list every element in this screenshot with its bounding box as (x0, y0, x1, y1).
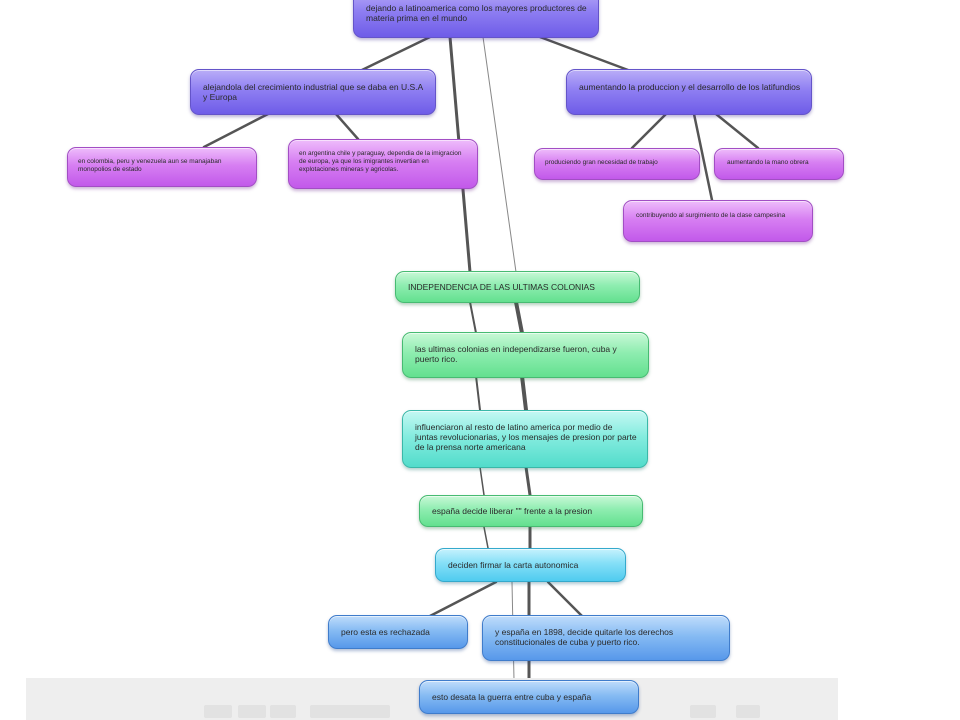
connector-crecimiento-to-argentina (334, 112, 360, 141)
connector-chain-3b (479, 466, 485, 496)
toolbar-button-5[interactable] (690, 705, 716, 718)
node-monopolios[interactable]: en colombia, peru y venezuela aun se man… (67, 147, 257, 187)
toolbar-button-1[interactable] (204, 705, 232, 718)
node-clase-campesina[interactable]: contribuyendo al surgimiento de la clase… (623, 200, 813, 242)
connector-crecimiento-to-monopolios (202, 112, 270, 149)
connector-chain-2b (475, 375, 481, 411)
toolbar-button-3[interactable] (270, 705, 296, 718)
node-independencia-text: INDEPENDENCIA DE LAS ULTIMAS COLONIAS (408, 282, 595, 292)
connector-chain-1 (514, 300, 524, 335)
connector-top-to-aumentando (538, 35, 630, 72)
node-crecimiento-industrial-text: alejandola del crecimiento industrial qu… (203, 82, 423, 103)
node-clase-campesina-text: contribuyendo al surgimiento de la clase… (636, 212, 786, 219)
node-influenciaron[interactable]: influenciaron al resto de latino america… (402, 410, 648, 468)
connector-chain-3 (524, 465, 532, 497)
connector-carta-to-1898 (546, 580, 584, 618)
node-espana-1898-text: y españa en 1898, decide quitarle los de… (495, 627, 674, 648)
connector-aumentando-to-manoobrera (714, 112, 760, 150)
node-argentina-chile[interactable]: en argentina chile y paraguay, dependia … (288, 139, 478, 189)
node-mano-obrera-text: aumentando la mano obrera (727, 159, 809, 166)
toolbar-button-4[interactable] (310, 705, 390, 718)
node-guerra-text: esto desata la guerra entre cuba y españ… (432, 692, 592, 702)
node-necesidad-trabajo-text: produciendo gran necesidad de trabajo (545, 159, 658, 166)
node-espana-liberar-text: españa decide liberar "" frente a la pre… (432, 506, 593, 516)
connector-chain-4b (483, 526, 489, 549)
node-argentina-chile-text: en argentina chile y paraguay, dependia … (299, 150, 462, 173)
node-carta-autonomica[interactable]: deciden firmar la carta autonomica (435, 548, 626, 582)
node-aumentando-produccion[interactable]: aumentando la produccion y el desarrollo… (566, 69, 812, 115)
node-rechazada[interactable]: pero esta es rechazada (328, 615, 468, 649)
node-independencia[interactable]: INDEPENDENCIA DE LAS ULTIMAS COLONIAS (395, 271, 640, 303)
node-espana-1898[interactable]: y españa en 1898, decide quitarle los de… (482, 615, 730, 661)
toolbar-button-6[interactable] (736, 705, 760, 718)
node-rechazada-text: pero esta es rechazada (341, 627, 430, 637)
connector-aumentando-to-necesidad (630, 112, 668, 150)
node-top-partial-text: dejando a latinoamerica como los mayores… (366, 3, 587, 24)
node-carta-autonomica-text: deciden firmar la carta autonomica (448, 560, 579, 570)
node-monopolios-text: en colombia, peru y venezuela aun se man… (78, 158, 222, 173)
node-necesidad-trabajo[interactable]: produciendo gran necesidad de trabajo (534, 148, 700, 180)
toolbar-button-2[interactable] (238, 705, 266, 718)
node-crecimiento-industrial[interactable]: alejandola del crecimiento industrial qu… (190, 69, 436, 115)
node-influenciaron-text: influenciaron al resto de latino america… (415, 422, 637, 453)
node-ultimas-colonias[interactable]: las ultimas colonias en independizarse f… (402, 332, 649, 378)
node-aumentando-produccion-text: aumentando la produccion y el desarrollo… (579, 82, 801, 92)
connector-carta-to-rechazada (428, 580, 498, 618)
connector-chain-1b (469, 301, 477, 334)
node-ultimas-colonias-text: las ultimas colonias en independizarse f… (415, 344, 617, 365)
node-guerra[interactable]: esto desata la guerra entre cuba y españ… (419, 680, 639, 714)
node-mano-obrera[interactable]: aumentando la mano obrera (714, 148, 844, 180)
connector-thin-trunk (482, 36, 517, 273)
connector-chain-2 (520, 374, 528, 412)
node-top-partial[interactable]: dejando a latinoamerica como los mayores… (353, 0, 599, 38)
node-espana-liberar[interactable]: españa decide liberar "" frente a la pre… (419, 495, 643, 527)
connector-top-to-crecimiento (360, 35, 432, 72)
